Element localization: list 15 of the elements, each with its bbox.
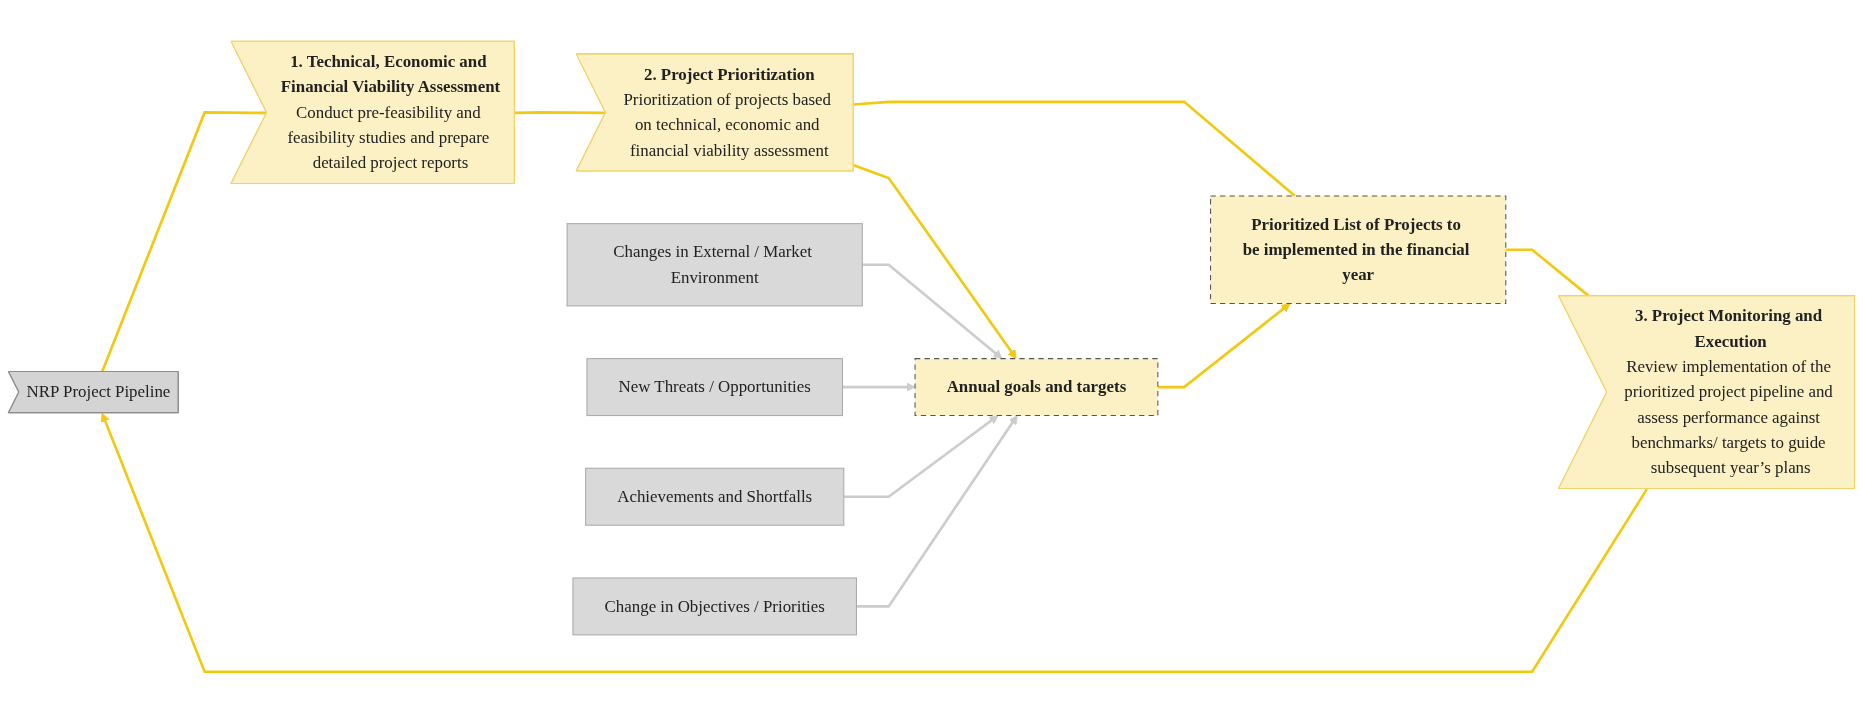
arrow [853,163,1017,360]
node-box: New Threats / Opportunities [586,358,843,417]
node-box: Change in Objectives / Priorities [572,577,857,636]
connector [514,111,606,115]
arrow [843,415,999,499]
node-box: Achievements and Shortfalls [585,467,845,526]
arrow [856,415,1018,608]
arrow [862,263,1003,360]
arrow [100,412,1649,674]
arrow [842,382,916,392]
node-box: Annual goals and targets [914,358,1159,417]
connector [853,100,1296,197]
node-box: Prioritized List of Projects to be implemented in the financial year [1210,195,1507,305]
node-box: Changes in External / Market Environment [566,223,863,307]
arrow [1157,303,1291,389]
